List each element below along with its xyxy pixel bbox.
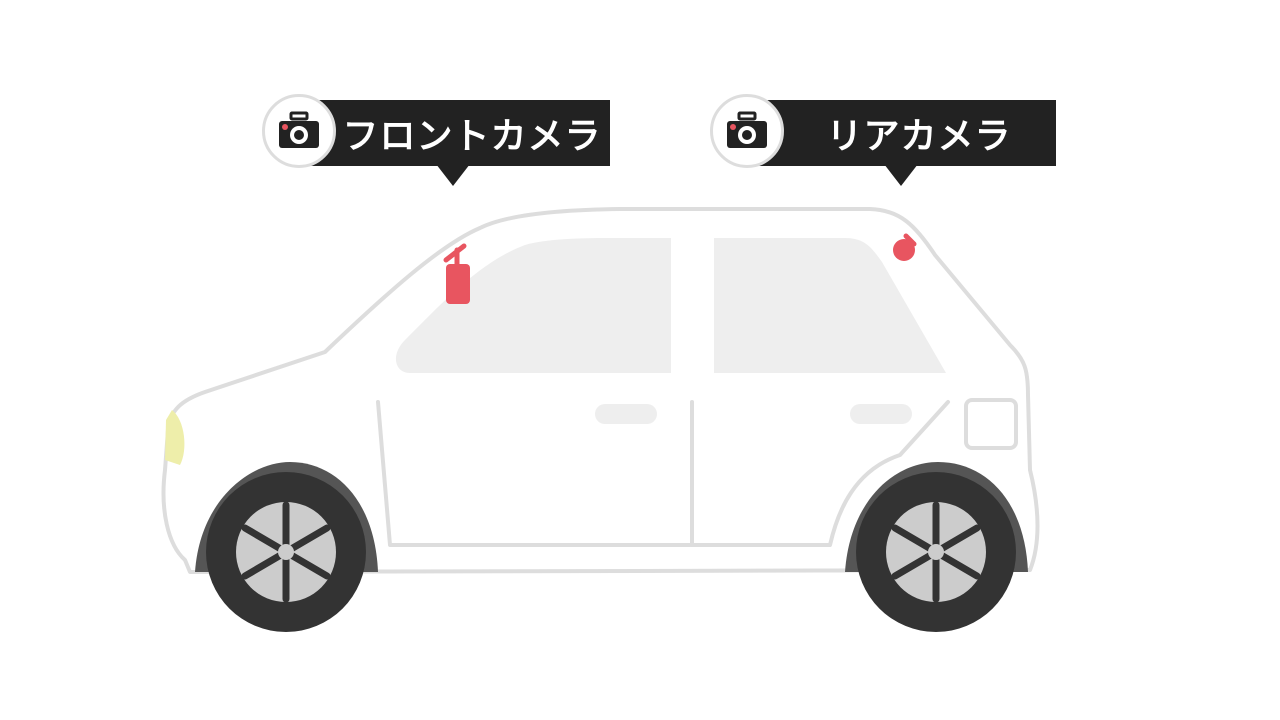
front-door-handle — [595, 404, 657, 424]
front-wheel — [206, 472, 366, 632]
rear-camera-label-box: リアカメラ — [746, 100, 1056, 166]
front-camera-callout: フロントカメラ — [262, 94, 612, 186]
front-camera-label: フロントカメラ — [342, 116, 602, 157]
dashcam-icon — [279, 111, 319, 148]
rear-door-handle — [850, 404, 912, 424]
front-window — [395, 238, 671, 373]
headlight — [165, 410, 185, 465]
front-door-line — [376, 400, 692, 547]
front-callout-pointer — [436, 164, 470, 186]
dashcam-icon — [727, 111, 767, 148]
rear-camera-mount — [893, 233, 917, 261]
rear-window — [714, 238, 946, 373]
rear-icon-circle — [710, 94, 784, 168]
front-camera-label-box: フロントカメラ — [298, 100, 610, 166]
rear-side-light — [964, 398, 1018, 450]
rear-callout-pointer — [884, 164, 918, 186]
front-camera-mount — [443, 243, 470, 304]
rear-camera-callout: リアカメラ — [710, 94, 1060, 186]
rear-camera-label: リアカメラ — [826, 116, 1012, 157]
rear-wheel — [856, 472, 1016, 632]
rear-door-line — [690, 400, 950, 547]
front-icon-circle — [262, 94, 336, 168]
